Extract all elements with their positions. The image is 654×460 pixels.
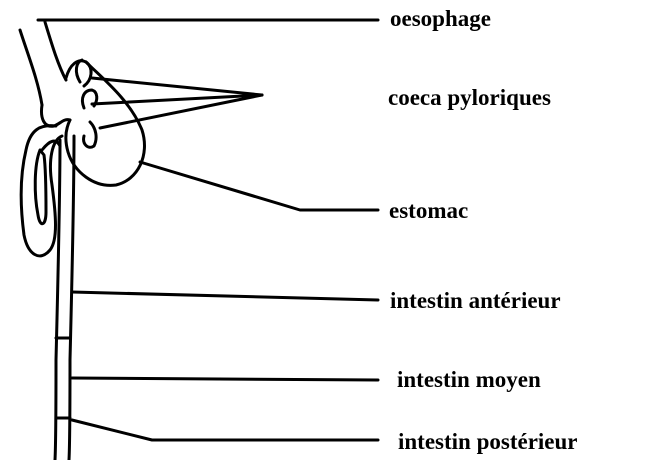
label-estomac: estomac (389, 198, 468, 224)
oesophagus-shape (20, 22, 66, 105)
label-intestin-anterieur: intestin antérieur (390, 288, 561, 314)
leader-line-intestin-moyen (72, 378, 378, 380)
leader-line-intestin-posterieur (72, 420, 378, 440)
label-oesophage: oesophage (390, 6, 491, 32)
leader-line-intestin-anterieur (72, 292, 378, 300)
label-coeca-pyloriques: coeca pyloriques (388, 85, 551, 111)
label-intestin-posterieur: intestin postérieur (398, 429, 578, 455)
leader-line-estomac (140, 162, 378, 210)
straight-intestine-shape (55, 136, 74, 460)
label-intestin-moyen: intestin moyen (397, 367, 541, 393)
intestine-loop-shape (21, 126, 62, 256)
